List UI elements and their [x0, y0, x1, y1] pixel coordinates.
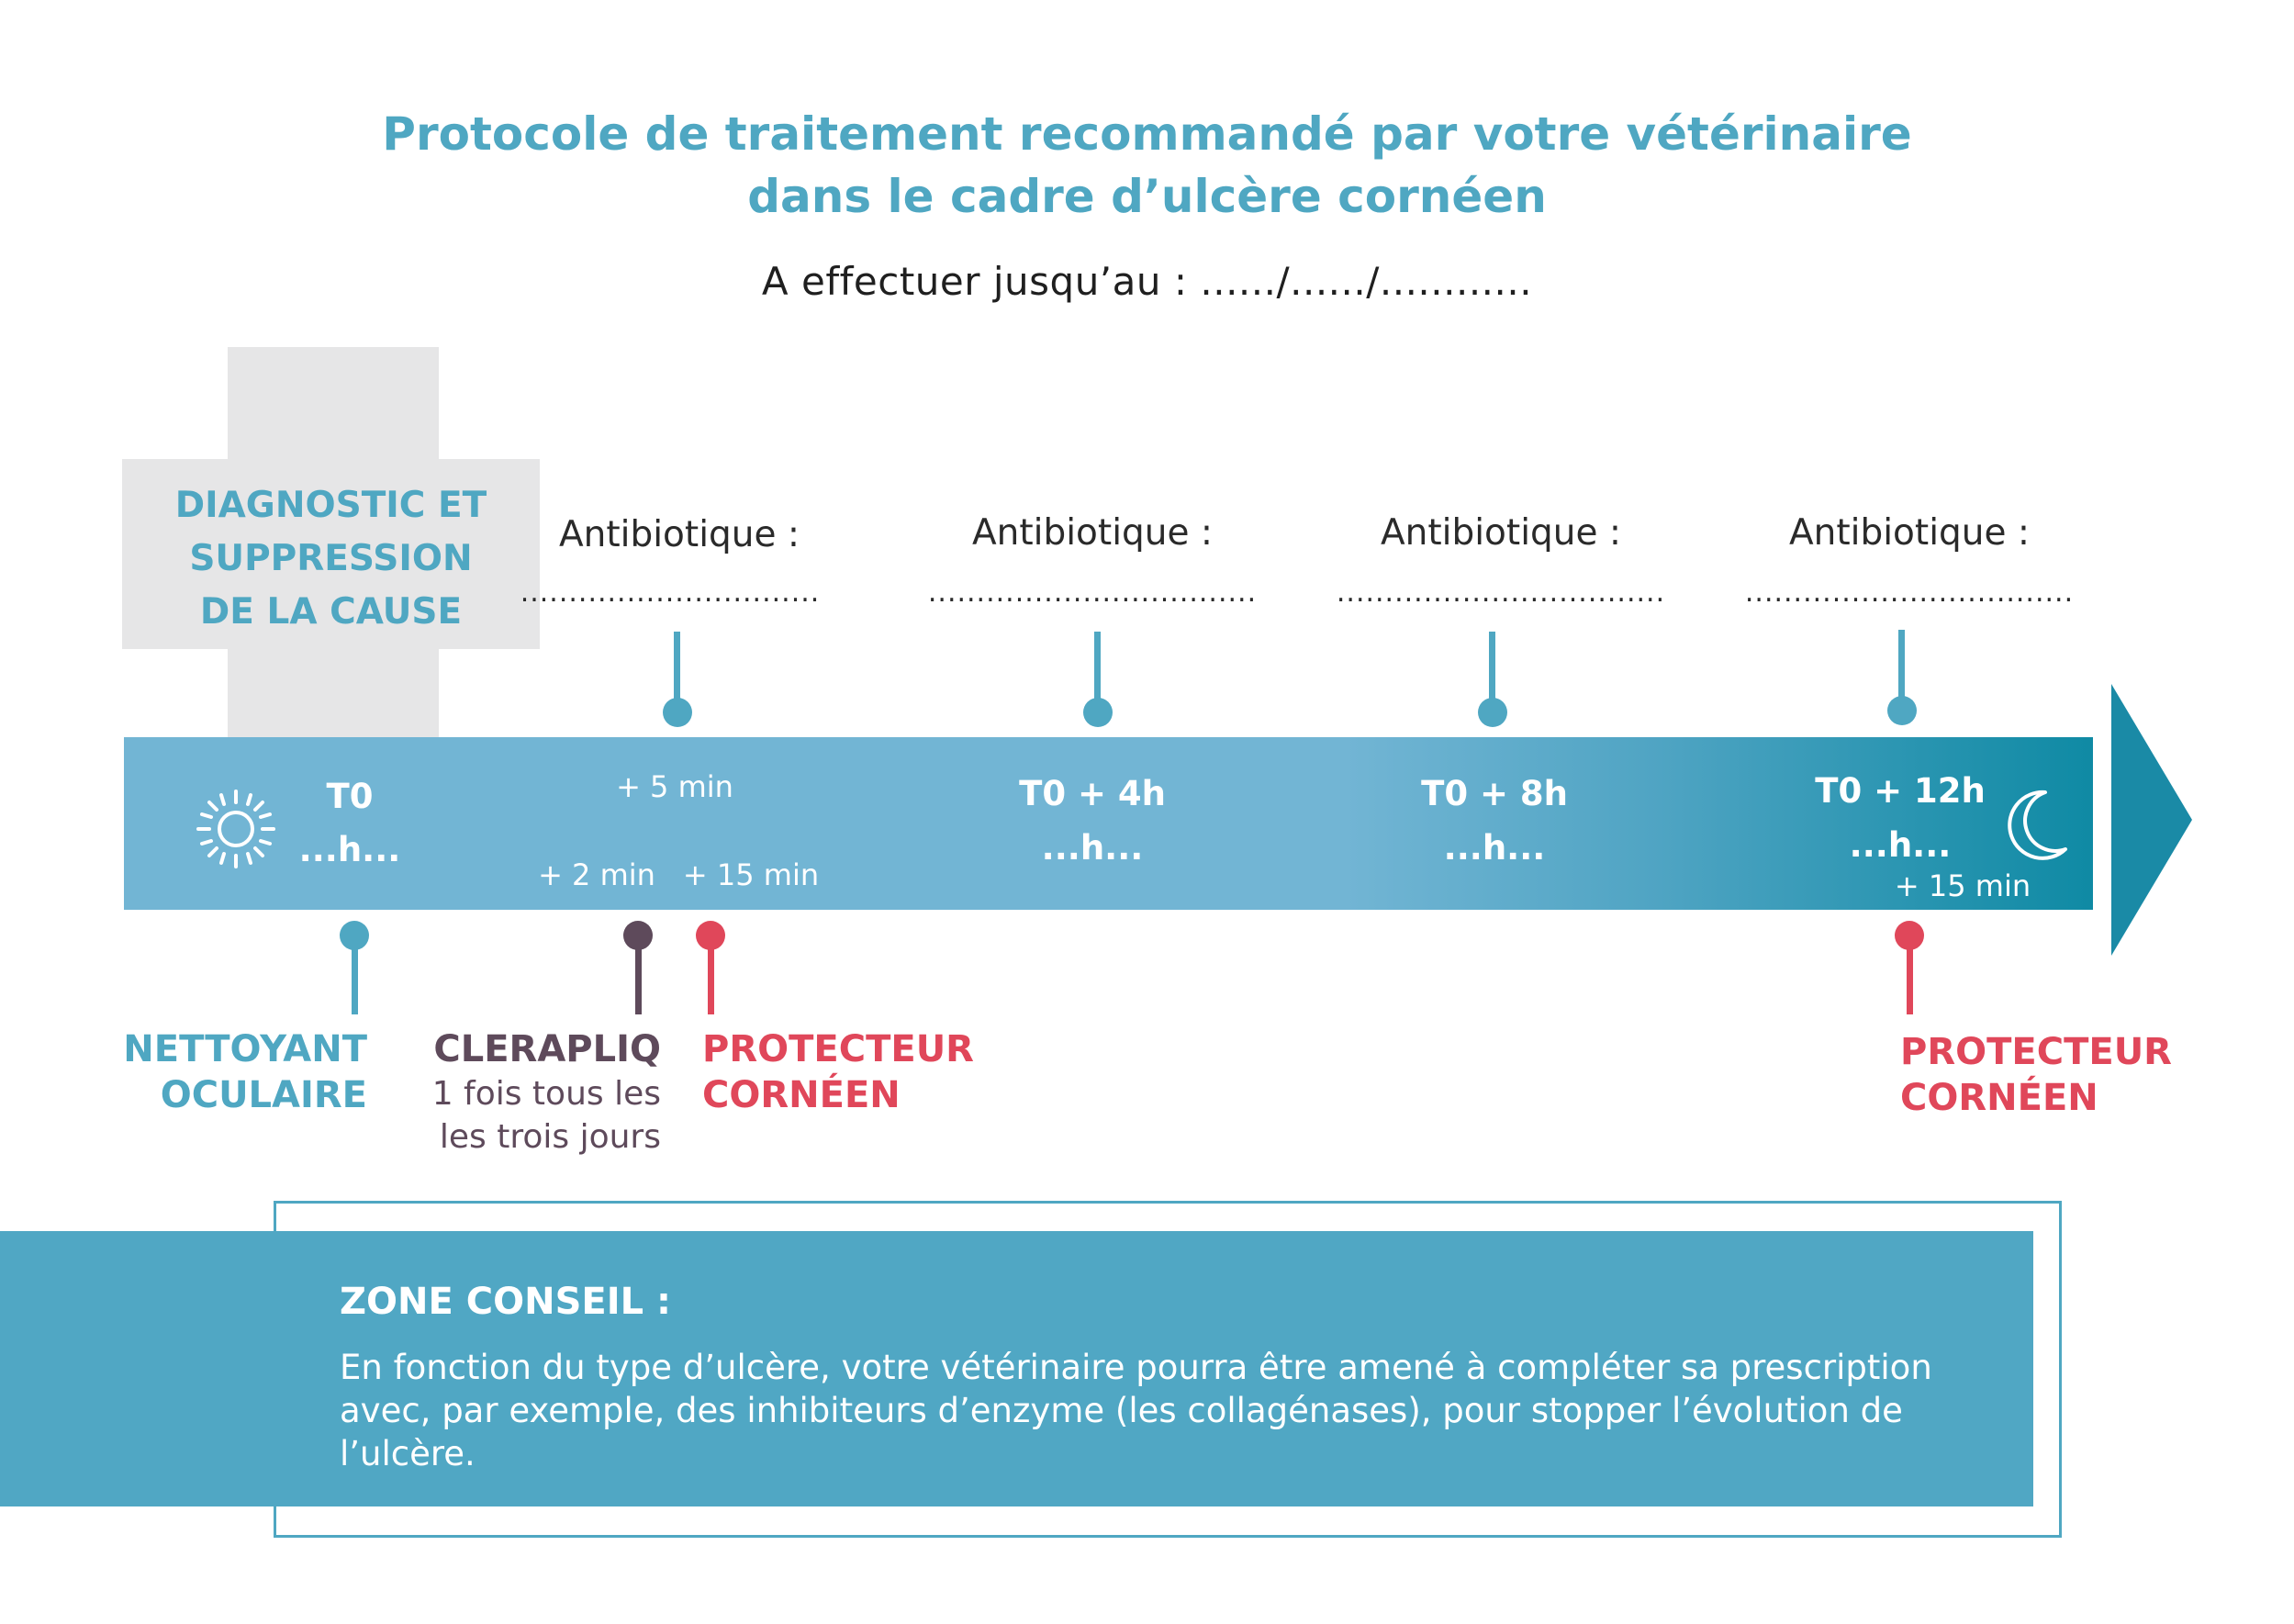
moon-icon: [2008, 790, 2067, 860]
pin-dot-antibiotic-2: [1083, 698, 1113, 727]
page-title: Protocole de traitement recommandé par v…: [0, 103, 2294, 228]
pin-stem-clerapliq: [635, 946, 642, 1014]
pin-dot-antibiotic-4: [1887, 696, 1917, 725]
antibiotic-label-4: Antibiotique :: [1788, 512, 2031, 554]
pin-stem-antibiotic-1: [674, 632, 680, 705]
pin-stem-antibiotic-3: [1489, 632, 1495, 705]
zone-conseil-text: En fonction du type d’ulcère, votre vété…: [340, 1348, 1932, 1473]
until-date-label: A effectuer jusqu’au : ....../....../...…: [761, 259, 1533, 304]
sun-icon: [196, 790, 275, 868]
pin-stem-nettoyant: [352, 946, 358, 1014]
plus-5-min: + 5 min: [616, 769, 733, 804]
diagnostic-text: DIAGNOSTIC ET SUPPRESSION DE LA CAUSE: [122, 479, 540, 639]
clerapliq-line-2: les trois jours: [439, 1118, 661, 1156]
pin-dot-protecteur-2: [1895, 921, 1924, 950]
zone-conseil-title: ZONE CONSEIL :: [340, 1281, 671, 1323]
antibiotic-dots-3: ..................................: [1336, 577, 1666, 609]
cross-horizontal: [122, 459, 540, 649]
nettoyant-line-1: NETTOYANT: [123, 1028, 367, 1070]
arrow-head-icon: [2111, 684, 2192, 956]
nettoyant-line-2: OCULAIRE: [160, 1074, 367, 1116]
protecteur-2-line-1: PROTECTEUR: [1900, 1031, 2172, 1073]
antibiotic-dots-1: ...............................: [520, 577, 821, 609]
antibiotic-label-2: Antibiotique :: [971, 512, 1214, 554]
pin-dot-antibiotic-3: [1478, 698, 1507, 727]
pin-dot-protecteur-1: [696, 921, 725, 950]
pin-stem-antibiotic-4: [1898, 630, 1905, 703]
protecteur-1-line-2: CORNÉEN: [702, 1074, 901, 1116]
t4-label: T0 + 4h: [1019, 774, 1166, 813]
clerapliq-line-1: 1 fois tous les: [431, 1075, 661, 1113]
pin-stem-protecteur-1: [708, 946, 714, 1014]
pin-dot-nettoyant: [340, 921, 369, 950]
t4-time: ...h...: [1041, 828, 1144, 868]
protecteur-label-1: PROTECTEUR CORNÉEN: [702, 1026, 1005, 1118]
clerapliq-name: CLERAPLIQ: [433, 1028, 661, 1070]
clerapliq-label: CLERAPLIQ 1 fois tous les les trois jour…: [404, 1026, 661, 1159]
t0-label: T0: [326, 777, 374, 816]
nettoyant-label: NETTOYANT OCULAIRE: [101, 1026, 367, 1118]
t12-time: ...h...: [1849, 825, 1952, 865]
antibiotic-label-3: Antibiotique :: [1380, 512, 1622, 554]
diagnostic-line-1: DIAGNOSTIC ET: [174, 485, 487, 526]
protecteur-label-2: PROTECTEUR CORNÉEN: [1900, 1029, 2212, 1121]
t8-label: T0 + 8h: [1421, 774, 1568, 813]
protecteur-1-line-1: PROTECTEUR: [702, 1028, 974, 1070]
timeline-bar: [124, 737, 2093, 910]
pin-stem-antibiotic-2: [1094, 632, 1101, 705]
pin-stem-protecteur-2: [1907, 946, 1913, 1014]
t0-time: ...h...: [298, 830, 401, 869]
antibiotic-dots-4: ..................................: [1744, 577, 2075, 609]
plus-15-min-2: + 15 min: [1894, 868, 2031, 903]
pin-dot-clerapliq: [623, 921, 653, 950]
antibiotic-label-1: Antibiotique :: [558, 514, 800, 555]
protecteur-2-line-2: CORNÉEN: [1900, 1077, 2098, 1119]
diagnostic-line-3: DE LA CAUSE: [199, 591, 463, 633]
plus-15-min-1: + 15 min: [682, 857, 820, 892]
t12-label: T0 + 12h: [1815, 771, 1986, 811]
diagnostic-line-2: SUPPRESSION: [189, 538, 473, 579]
zone-conseil-box: [0, 1231, 2033, 1506]
t8-time: ...h...: [1443, 828, 1546, 868]
title-line-2: dans le cadre d’ulcère cornéen: [747, 170, 1547, 223]
plus-2-min: + 2 min: [538, 857, 655, 892]
antibiotic-dots-2: ..................................: [927, 577, 1258, 609]
title-line-1: Protocole de traitement recommandé par v…: [382, 107, 1912, 161]
pin-dot-antibiotic-1: [663, 698, 692, 727]
